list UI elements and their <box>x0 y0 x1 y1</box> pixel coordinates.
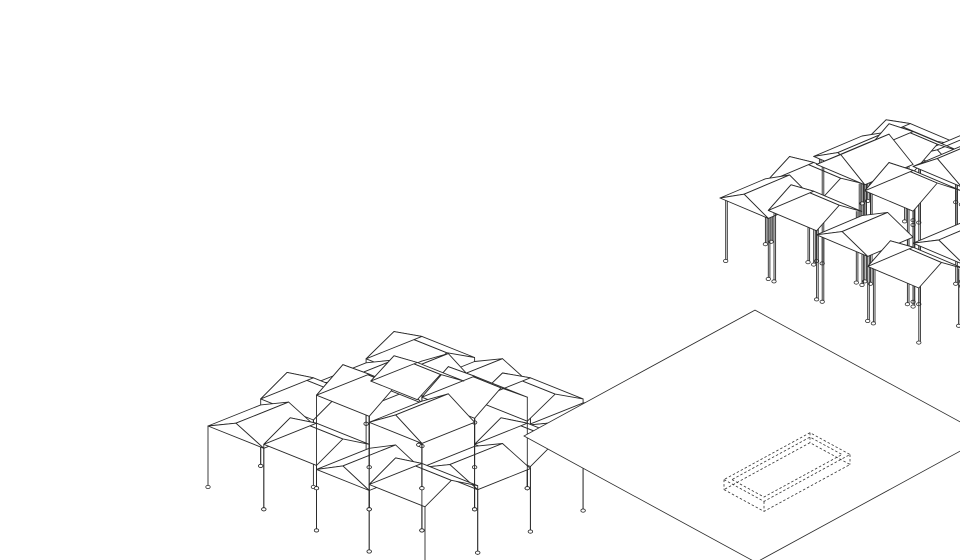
column-footing <box>953 281 959 286</box>
gable-end <box>263 417 317 445</box>
column-footing <box>313 486 320 491</box>
column-footing <box>771 279 777 284</box>
column-footing <box>524 486 530 491</box>
column-footing <box>527 529 534 534</box>
gable-end <box>260 371 314 400</box>
gable-end <box>719 193 769 219</box>
column-footing <box>805 260 811 265</box>
column-footing <box>313 528 320 533</box>
gable-end <box>864 162 914 192</box>
pool-rim <box>731 436 843 498</box>
exploded-column-frame <box>719 119 960 345</box>
column-footing <box>853 280 859 285</box>
column-footing <box>811 262 817 267</box>
column-footing <box>580 508 586 513</box>
column-footing <box>475 550 481 555</box>
pool-outline <box>723 432 851 502</box>
ground-slab <box>523 309 960 560</box>
column-footing <box>910 304 916 309</box>
gable-end <box>767 184 815 211</box>
column-footing <box>366 507 372 512</box>
column-footing <box>870 321 877 326</box>
column-footing <box>205 484 211 489</box>
gable-end <box>816 154 866 186</box>
column-footing <box>419 486 425 491</box>
column-footing <box>366 549 372 554</box>
gable-end <box>368 457 423 485</box>
ground-plane <box>523 309 960 560</box>
column-footing <box>819 299 825 304</box>
gable-end <box>816 231 869 257</box>
column-footing <box>916 340 922 345</box>
column-footing <box>904 302 911 307</box>
gable-end <box>316 364 370 396</box>
column-footing <box>956 323 960 328</box>
gable-end <box>370 355 418 382</box>
gable-end <box>912 239 960 264</box>
gable-end <box>867 240 914 267</box>
column-footing <box>261 507 267 512</box>
column-footing <box>901 219 908 224</box>
pool-floor <box>723 442 851 512</box>
gable-end <box>207 422 265 449</box>
gable-end <box>365 331 423 360</box>
column-footing <box>762 242 769 247</box>
column-footing <box>765 276 771 281</box>
gable-end <box>474 417 528 445</box>
column-footing <box>813 297 820 302</box>
gable-end <box>421 366 476 398</box>
column-footing <box>865 318 871 323</box>
column-footing <box>859 282 865 287</box>
column-footing <box>419 528 425 533</box>
gable-end <box>912 158 960 187</box>
gable-end <box>368 414 423 444</box>
column-footing <box>471 507 478 512</box>
column-footing <box>723 258 729 263</box>
column-footing <box>258 463 264 468</box>
gable-end <box>764 156 815 184</box>
gable-end <box>316 465 370 491</box>
